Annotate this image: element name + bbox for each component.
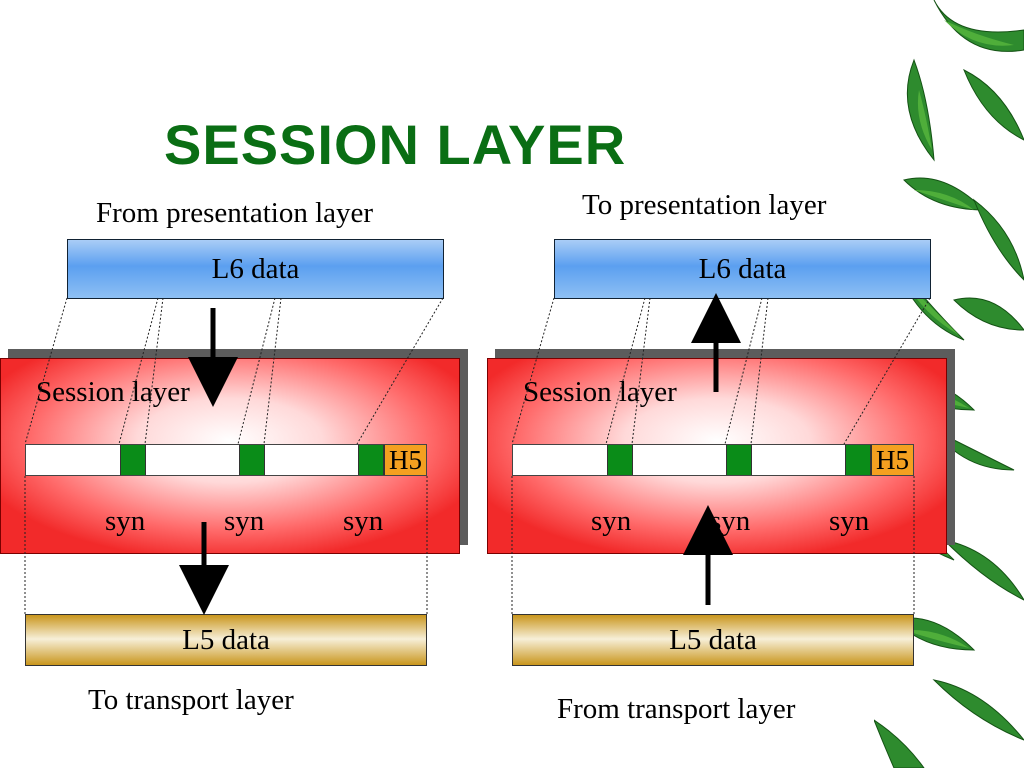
right-session-label: Session layer (523, 376, 677, 408)
left-syn-marker-2 (239, 445, 265, 475)
left-data-strip: H5 (25, 444, 427, 476)
right-data-strip: H5 (512, 444, 914, 476)
left-syn-marker-1 (120, 445, 146, 475)
left-bottom-label: To transport layer (88, 684, 294, 716)
flow-arrows (179, 293, 741, 615)
right-dotted-lines (511, 297, 931, 614)
left-h5-header: H5 (384, 445, 426, 475)
right-syn-marker-3 (845, 445, 871, 475)
left-l6-data-label: L6 data (211, 252, 300, 285)
right-syn-marker-2 (726, 445, 752, 475)
left-syn-marker-3 (358, 445, 384, 475)
left-l6-data-box: L6 data (67, 239, 444, 299)
left-syn-label-3: syn (343, 505, 384, 537)
right-syn-marker-1 (607, 445, 633, 475)
left-syn-label-1: syn (105, 505, 146, 537)
left-dotted-lines (24, 297, 444, 614)
left-session-label: Session layer (36, 376, 190, 408)
left-l5-data-label: L5 data (182, 623, 270, 656)
right-syn-label-3: syn (829, 505, 870, 537)
right-bottom-label: From transport layer (557, 693, 796, 725)
right-h5-header: H5 (871, 445, 913, 475)
left-top-label: From presentation layer (96, 197, 374, 229)
page-title: SESSION LAYER (164, 113, 627, 176)
right-l5-data-box: L5 data (512, 614, 914, 666)
right-l5-data-label: L5 data (669, 623, 757, 656)
right-top-label: To presentation layer (582, 189, 827, 221)
right-l6-data-label: L6 data (698, 252, 787, 285)
right-syn-label-1: syn (591, 505, 632, 537)
right-l6-data-box: L6 data (554, 239, 931, 299)
left-syn-label-2: syn (224, 505, 265, 537)
